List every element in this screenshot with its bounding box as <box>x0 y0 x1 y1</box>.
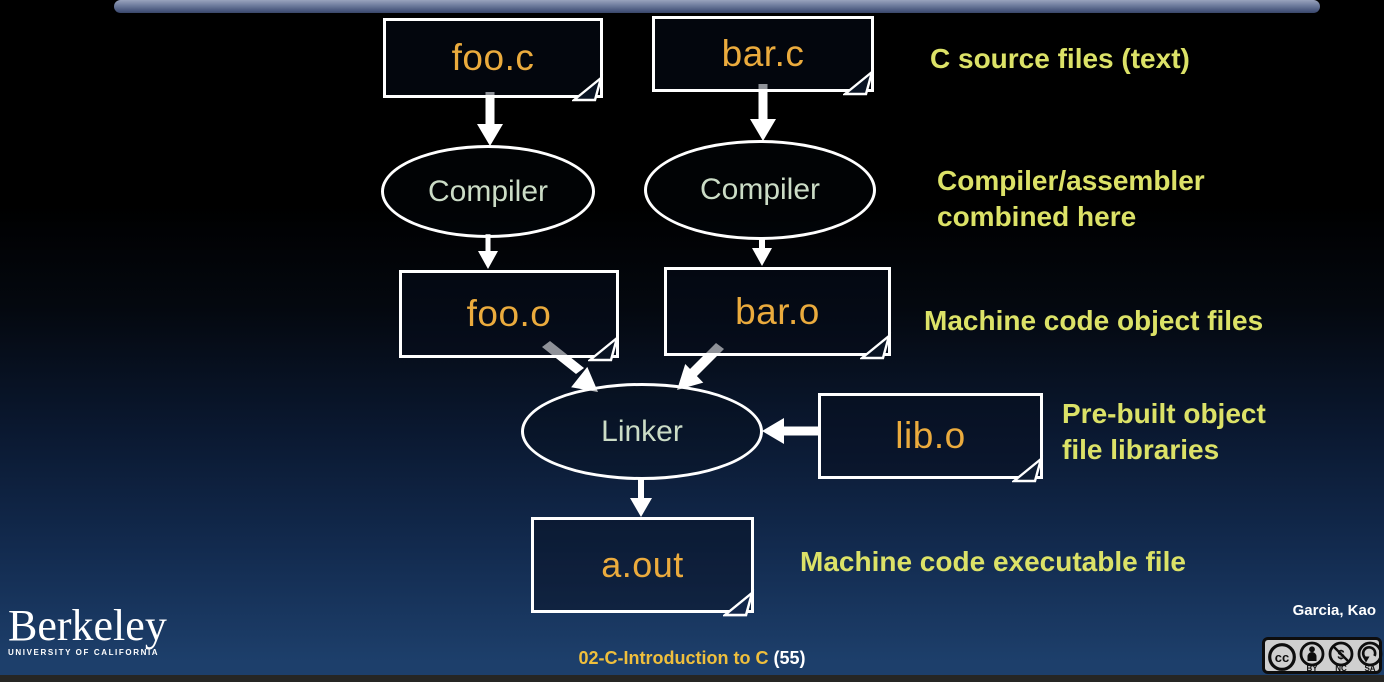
slide-title-bar <box>114 0 1320 13</box>
node-compiler-left: Compiler <box>381 145 595 238</box>
cc-logo-icon: cc <box>1268 643 1296 671</box>
page-number: (55) <box>773 648 805 668</box>
lecture-title: 02-C-Introduction to C <box>578 648 769 668</box>
folded-corner-icon <box>572 74 604 102</box>
folded-corner-icon <box>588 334 620 362</box>
node-bar-c-label: bar.c <box>721 33 805 74</box>
lecture-footer: 02-C-Introduction to C (55) <box>0 648 1384 669</box>
annotation-prebuilt-line1: Pre-built object <box>1062 398 1266 429</box>
node-foo-o: foo.o <box>399 270 620 362</box>
node-bar-o-label: bar.o <box>735 290 820 332</box>
node-foo-c: foo.c <box>383 18 604 102</box>
folded-corner-icon <box>723 589 755 617</box>
folded-corner-icon <box>860 332 892 360</box>
annotation-compiler-combined-line1: Compiler/assembler <box>937 165 1205 196</box>
folded-corner-icon <box>843 68 875 96</box>
cc-license-badge: cc BY $ NC SA <box>1262 637 1383 674</box>
annotation-executable: Machine code executable file <box>800 546 1186 577</box>
cc-by-label: BY <box>1306 664 1318 673</box>
folded-corner-icon <box>1012 455 1044 483</box>
cc-nc-label: NC <box>1335 664 1347 673</box>
node-lib-o-label: lib.o <box>895 415 966 456</box>
node-linker: Linker <box>521 383 763 480</box>
node-foo-c-label: foo.c <box>451 37 535 78</box>
cc-by-person-icon <box>1299 641 1325 667</box>
berkeley-logo: Berkeley UNIVERSITY OF CALIFORNIA <box>8 601 167 658</box>
node-compiler-right: Compiler <box>644 140 876 240</box>
node-bar-o: bar.o <box>664 267 892 360</box>
annotation-compiler-combined-line2: combined here <box>937 201 1137 232</box>
node-compiler-right-label: Compiler <box>699 173 821 206</box>
cc-sa-arrow-icon <box>1357 641 1383 667</box>
arrow-libo-linker <box>784 426 818 436</box>
node-a-out-label: a.out <box>601 544 684 585</box>
annotation-object-files: Machine code object files <box>924 305 1264 336</box>
annotation-prebuilt-line2: file libraries <box>1062 434 1220 465</box>
annotation-source-files: C source files (text) <box>930 43 1190 74</box>
annotation-compiler-combined: Compiler/assembler combined here <box>937 163 1205 235</box>
node-foo-o-label: foo.o <box>466 293 552 334</box>
annotation-prebuilt: Pre-built object file libraries <box>1062 396 1266 468</box>
page-number-value: (55) <box>773 648 806 668</box>
node-compiler-left-label: Compiler <box>427 174 549 208</box>
authors-credit: Garcia, Kao <box>1292 602 1376 619</box>
svg-text:cc: cc <box>1275 650 1289 665</box>
berkeley-wordmark: Berkeley <box>8 601 167 650</box>
node-a-out: a.out <box>531 517 755 617</box>
berkeley-subtitle: UNIVERSITY OF CALIFORNIA <box>8 648 160 657</box>
node-bar-c: bar.c <box>652 16 875 96</box>
bottom-edge-strip <box>0 675 1384 682</box>
cc-nc-dollar-icon: $ <box>1328 641 1354 667</box>
node-linker-label: Linker <box>601 414 683 448</box>
node-lib-o: lib.o <box>818 393 1044 483</box>
arrow-linker-aout <box>638 478 644 500</box>
cc-sa-label: SA <box>1364 664 1376 673</box>
